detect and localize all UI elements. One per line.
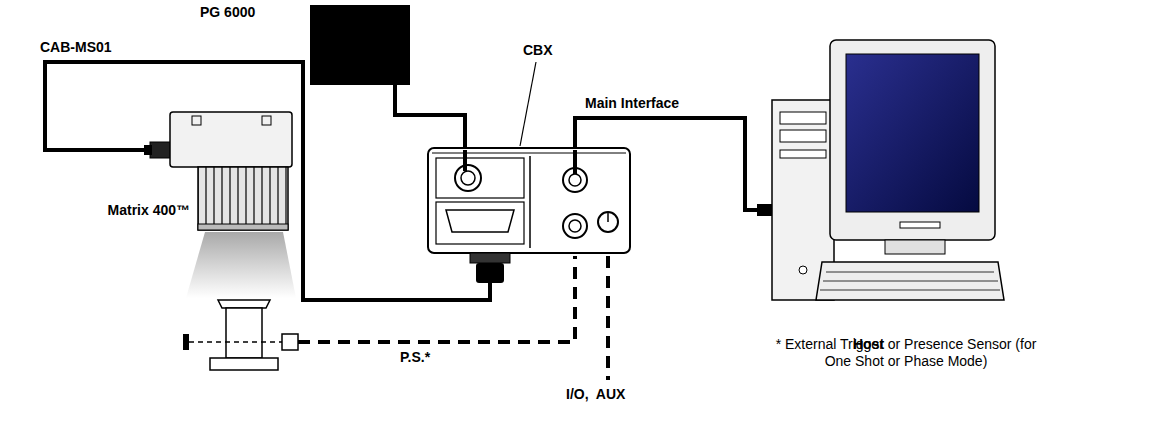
cbx-housing	[432, 153, 626, 154]
cbx-housing	[428, 148, 630, 283]
signal-label: P.S.*	[400, 349, 430, 366]
cbx-housing	[573, 150, 577, 174]
io-aux-wire	[608, 256, 609, 380]
reader-device	[198, 167, 288, 230]
signal-label: I/O, AUX	[566, 386, 625, 403]
device-label: Matrix 400™	[92, 202, 190, 219]
host-computer	[846, 54, 979, 212]
reader-device	[192, 116, 201, 125]
power-supply	[310, 5, 410, 85]
host-computer	[816, 262, 1004, 300]
target-object	[226, 308, 262, 358]
reader-device	[170, 112, 292, 167]
device-label: PG 6000	[200, 4, 255, 21]
presence-sensor	[298, 256, 575, 342]
power-supply	[310, 5, 410, 85]
cbx-housing	[569, 220, 581, 232]
cbx-housing	[436, 202, 524, 244]
light-cone	[186, 232, 296, 298]
cbx-housing	[569, 174, 581, 186]
cbx-housing	[455, 165, 481, 191]
host-computer	[820, 290, 1000, 291]
host-computer	[757, 204, 772, 216]
host-computer	[780, 150, 826, 158]
host-computer	[826, 272, 994, 273]
cbx-housing	[476, 263, 504, 283]
cbx-housing	[436, 158, 524, 198]
presence-sensor	[183, 334, 189, 350]
reader-device	[262, 116, 271, 125]
io-aux-wire	[606, 256, 610, 380]
reader-box: Matrix 400™	[150, 110, 292, 232]
power-supply-box: PG 6000	[310, 5, 410, 85]
cbx-housing	[428, 148, 630, 253]
cable	[395, 85, 465, 148]
note-text: * External Trigger or Presence Sensor (f…	[770, 336, 1042, 370]
presence-sensor	[183, 256, 575, 350]
cbx-housing	[529, 156, 531, 248]
light-cone	[186, 232, 296, 298]
cable	[45, 62, 490, 300]
reader-device	[198, 224, 288, 230]
host-computer	[799, 266, 807, 274]
reader-device	[144, 145, 152, 155]
leader-line	[520, 62, 536, 146]
presence-sensor	[282, 334, 298, 350]
device-label: CBX	[523, 42, 553, 59]
host-computer	[900, 222, 940, 228]
target-object	[210, 300, 278, 370]
host-computer	[830, 40, 995, 240]
host-computer	[757, 40, 1004, 300]
target-object	[210, 358, 278, 370]
host-computer	[823, 281, 998, 282]
cbx-housing	[470, 253, 510, 263]
cbx-housing	[598, 212, 618, 232]
connection-box: CBX	[428, 148, 630, 253]
target-object	[218, 300, 270, 308]
cable-label: CAB-MS01	[38, 39, 114, 56]
reader-device	[150, 142, 172, 158]
host-computer	[885, 240, 945, 254]
cable-label: Main Interface	[583, 95, 681, 112]
leader-line	[520, 62, 536, 146]
cbx-housing	[463, 150, 467, 171]
cbx-housing	[563, 214, 587, 238]
cbx-housing	[461, 171, 475, 185]
host-computer	[780, 112, 826, 124]
host-box: Host	[765, 38, 1008, 308]
cbx-housing	[446, 210, 514, 232]
presence-sensor	[189, 341, 282, 343]
cbx-housing	[607, 212, 609, 222]
host-computer	[780, 130, 826, 142]
